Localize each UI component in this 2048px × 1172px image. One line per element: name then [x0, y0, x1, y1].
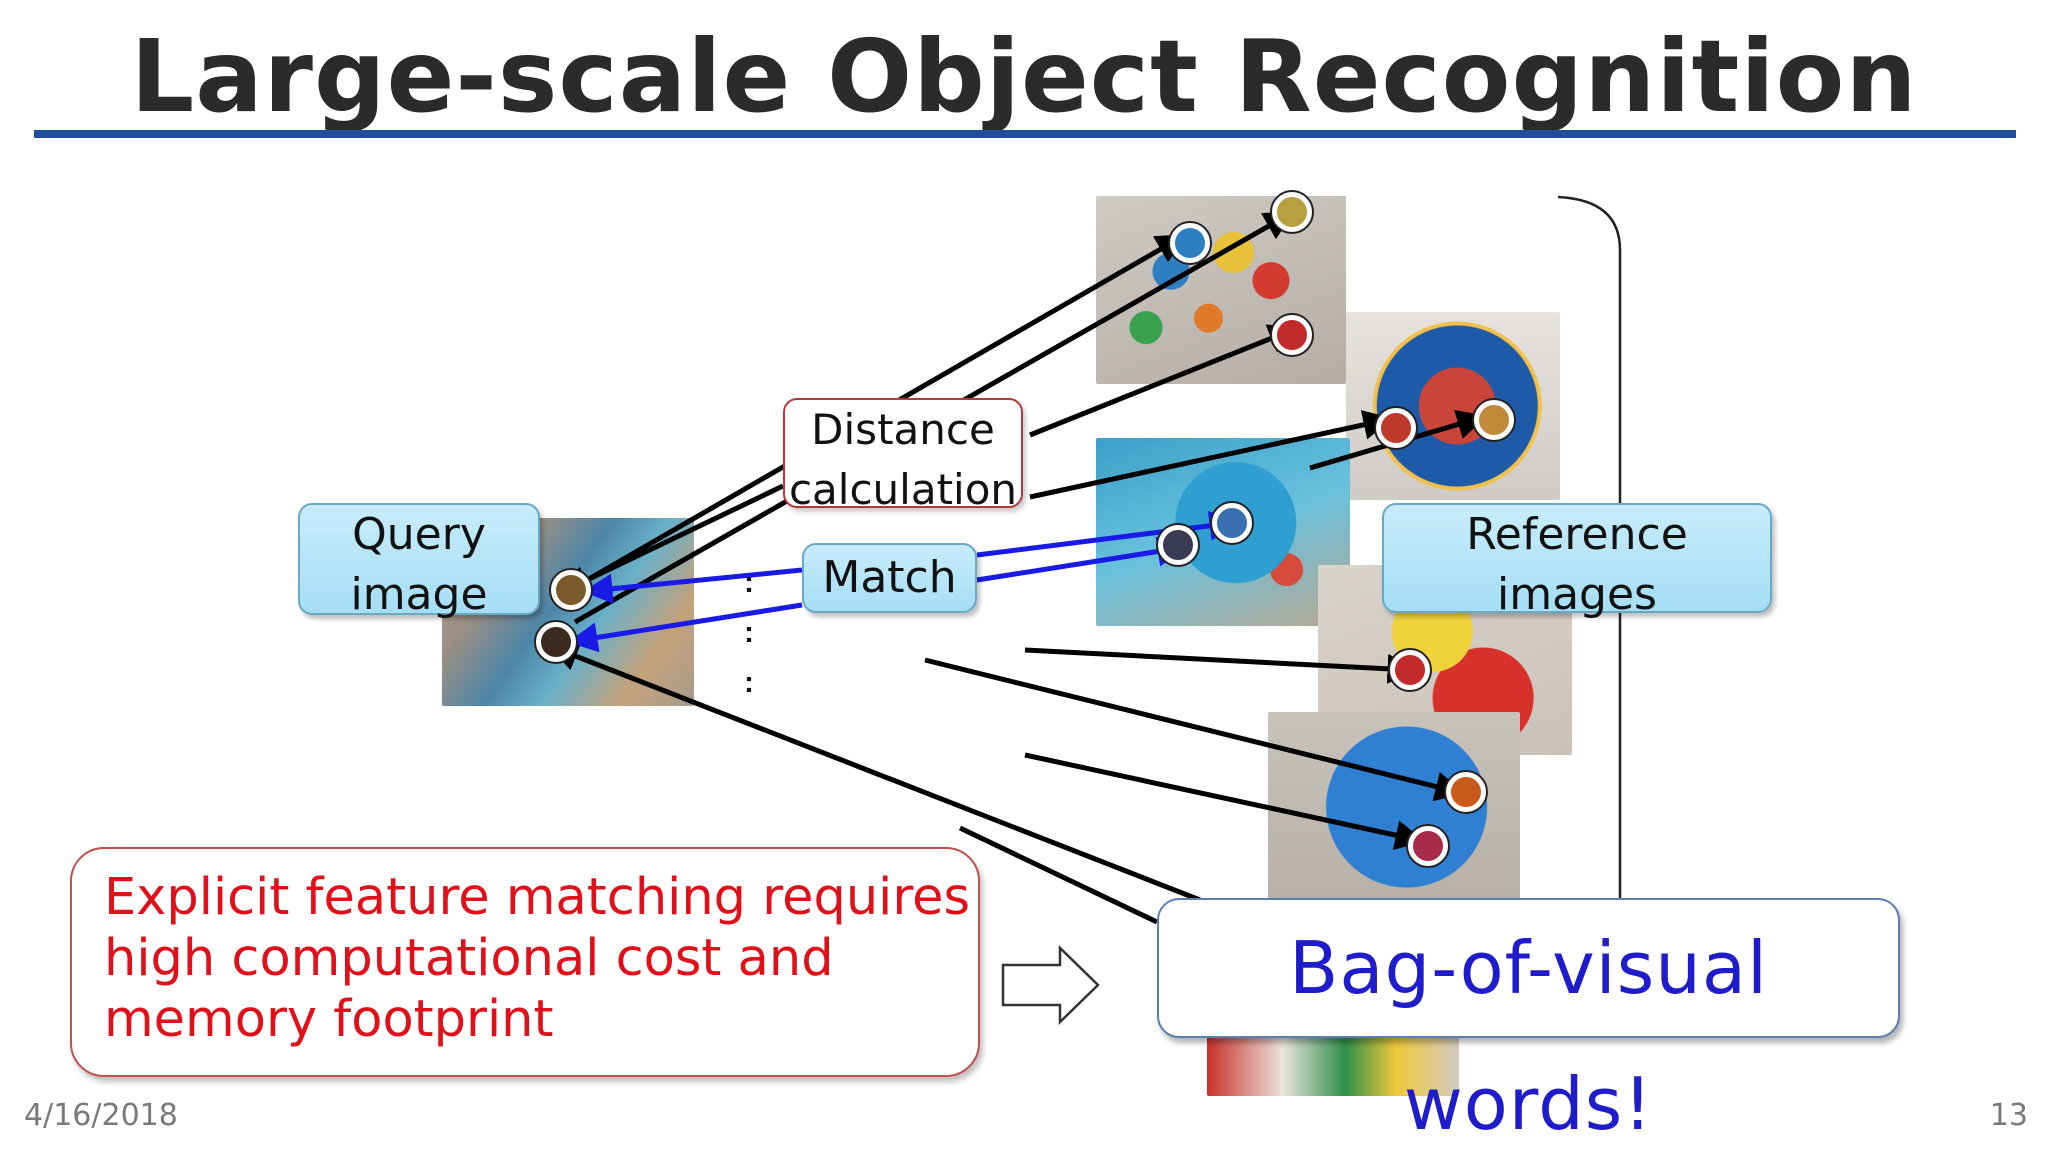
page-number: 13	[1989, 1098, 2028, 1133]
feature-point	[1157, 524, 1199, 566]
feature-point	[1375, 407, 1417, 449]
feature-point	[1271, 191, 1313, 233]
ellipsis-dot: :	[744, 566, 754, 599]
distance-arrow	[958, 825, 1159, 925]
footer-date: 4/16/2018	[24, 1098, 178, 1133]
distance-arrow	[559, 483, 785, 594]
feature-point	[535, 621, 577, 663]
match-arrow	[582, 567, 803, 604]
feature-point	[1407, 825, 1449, 867]
reference-photo-bottom	[1207, 1030, 1459, 1096]
feature-point	[1473, 399, 1515, 441]
title-underline	[34, 130, 2016, 138]
match-arrow	[976, 536, 1188, 583]
distance-calculation-label: Distance calculation	[783, 398, 1023, 514]
reference-bracket	[1557, 195, 1622, 905]
feature-point	[1211, 502, 1253, 544]
explicit-matching-note: Explicit feature matching requires high …	[70, 847, 980, 1077]
ellipsis-dot: :	[744, 616, 754, 649]
distance-arrow	[1029, 410, 1394, 500]
reference-photo-tin	[1346, 312, 1560, 500]
match-arrow	[567, 602, 803, 653]
distance-arrow	[1024, 752, 1426, 850]
distance-arrow	[924, 657, 1466, 802]
feature-point	[1169, 222, 1211, 264]
right-arrow-icon	[1001, 945, 1100, 1025]
reference-images-label: Reference images	[1382, 503, 1772, 620]
feature-point	[1445, 771, 1487, 813]
feature-point	[1389, 649, 1431, 691]
feature-point	[550, 569, 592, 611]
distance-arrow	[1029, 324, 1299, 438]
slide-title: Large-scale Object Recognition	[130, 18, 1918, 135]
distance-arrow	[1024, 647, 1418, 684]
ellipsis-dot: :	[744, 666, 754, 699]
feature-point	[1271, 314, 1313, 356]
distance-arrow	[548, 642, 1201, 903]
query-image-label: Query image	[298, 503, 540, 620]
bag-of-visual-words-label: Bag-of-visual words!	[1157, 898, 1900, 1146]
match-label: Match	[802, 543, 977, 613]
